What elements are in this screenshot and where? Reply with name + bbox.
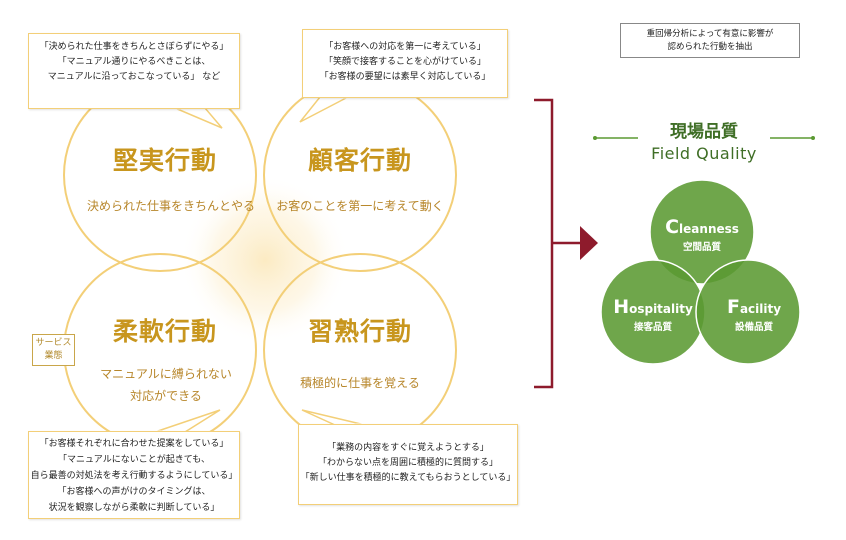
title-customer: 顧客行動 [307,146,412,175]
center-glow [180,175,350,345]
circle-facility [695,259,801,365]
title-flexible: 柔軟行動 [112,317,217,346]
desc-flexible: マニュアルに縛られない 対応ができる [100,367,232,403]
field-quality-title: 現場品質 [670,122,738,142]
label-hospitality: Hospitality 接客品質 [613,296,693,333]
field-quality-subtitle: Field Quality [651,144,757,163]
title-mastery: 習熟行動 [307,317,412,346]
callout-customer: 「お客様への対応を第一に考えている」 「笑顔で接客することを心がけている」 「お… [302,29,508,98]
circle-flexible [63,253,257,447]
callout-flexible: 「お客様それぞれに合わせた提案をしている」 「マニュアルにないことが起きても、 … [28,431,240,519]
title-steady: 堅実行動 [112,146,217,175]
circle-mastery [263,253,457,447]
bracket-icon [534,98,554,389]
arrow-right-icon [580,226,598,260]
label-cleanness: Cleanness 空間品質 [665,216,739,253]
label-facility: Facility 設備品質 [726,296,782,333]
callout-steady: 「決められた仕事をきちんとさぼらずにやる」 「マニュアル通りにやるべきことは、 … [28,33,240,109]
circle-cleanness [649,179,755,285]
desc-customer: お客のことを第一に考えて動く [276,199,444,213]
desc-mastery: 積極的に仕事を覚える [300,376,420,390]
desc-steady: 決められた仕事をきちんとやる [86,199,255,213]
service-tag: サービス 業態 [32,334,75,366]
callout-mastery: 「業務の内容をすぐに覚えようとする」 「わからない点を周囲に積極的に質問する」 … [298,424,518,505]
analysis-note: 重回帰分析によって有意に影響が 認められた行動を抽出 [620,23,800,58]
